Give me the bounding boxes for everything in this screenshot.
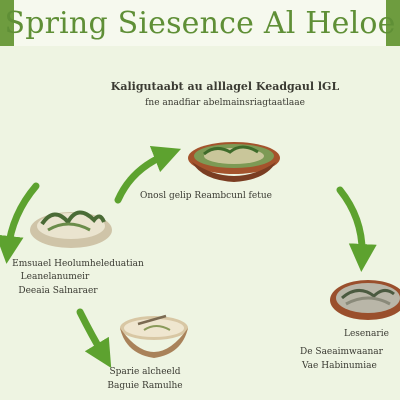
page-title: Spring Siesence Al Heloe	[4, 5, 396, 41]
top-caption-line1: Kaligutaabt au alllagel Keadgaul lGL	[110, 80, 340, 93]
title-band: Spring Siesence Al Heloe	[4, 0, 395, 46]
arrow-to-bottom	[76, 308, 112, 369]
dish-bottom	[120, 314, 188, 358]
dish-right	[330, 280, 400, 320]
step-caption-left-2: Leanelanumeir	[20, 272, 90, 282]
step-caption-top-right: Onosl gelip Reambcunl fetue	[140, 191, 272, 201]
top-caption-line2: fne anadfiar abelmainsriagtaatlaae	[145, 98, 305, 108]
step-caption-bottom-2: Baguie Ramulhe	[107, 381, 183, 391]
arrow-to-top-right	[114, 146, 182, 204]
step-caption-bottom-1: Sparie alcheeld	[109, 367, 181, 377]
dish-left	[30, 210, 112, 248]
step-caption-right-1: Lesenarie	[344, 329, 389, 339]
step-caption-right-2: De Saeaimwaanar	[300, 347, 383, 357]
arrow-to-right	[336, 186, 377, 272]
step-caption-right-3: Vae Habinumiae	[302, 361, 377, 371]
arrow-to-left	[0, 182, 40, 264]
step-caption-left-3: Deeaia Salnaraer	[18, 286, 98, 296]
step-caption-left-1: Emsuael Heolumheleduatian	[12, 259, 144, 269]
dish-top-right	[188, 142, 280, 182]
